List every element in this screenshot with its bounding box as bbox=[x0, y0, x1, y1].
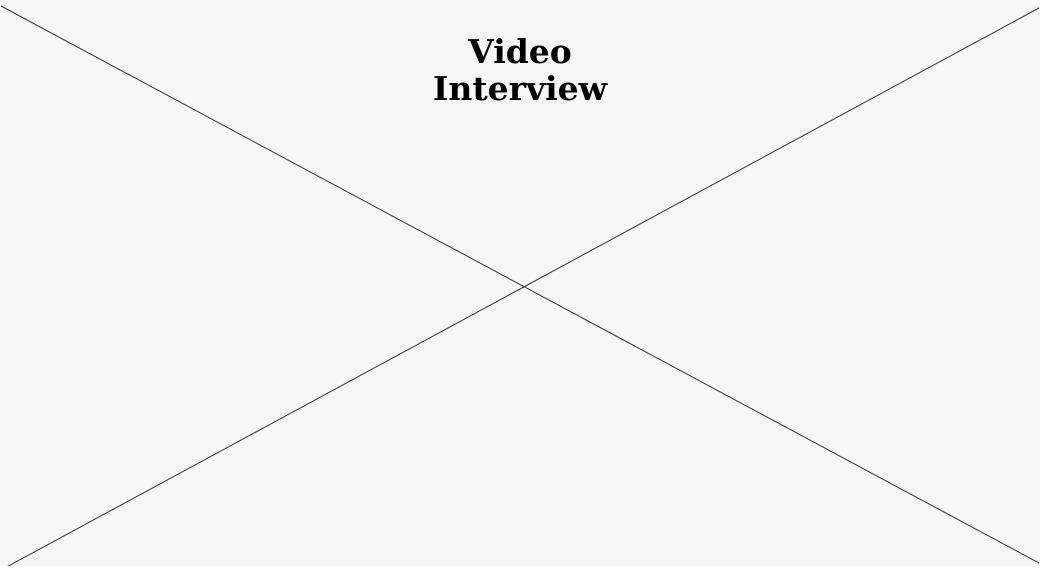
cross-line-diagonal-down bbox=[0, 5, 1040, 564]
title-line-2: Interview bbox=[432, 69, 608, 108]
cross-line-diagonal-up bbox=[7, 7, 1040, 566]
placeholder-title: Video Interview bbox=[0, 33, 1040, 107]
title-line-1: Video bbox=[468, 32, 572, 71]
